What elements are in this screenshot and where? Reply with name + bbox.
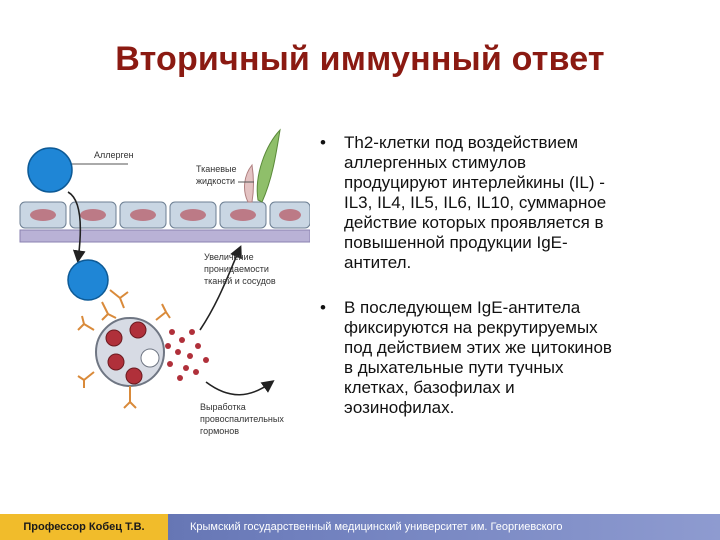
footer-university: Крымский государственный медицинский уни… [190, 521, 563, 533]
released-granules [165, 329, 209, 381]
bullet-line: продуцируют интерлейкины (IL) - [344, 173, 605, 192]
epithelial-layer [19, 201, 310, 229]
permeability-arrow [199, 245, 242, 331]
allergy-mechanism-diagram: Аллерген Тканевые жидкости [10, 120, 310, 450]
allergen-arrow [67, 191, 86, 264]
label-hormones-1: Выработка [200, 402, 246, 412]
label-tissue-fluid-2: жидкости [196, 176, 235, 186]
bullet-marker: • [320, 298, 326, 317]
label-permeability-1: Увеличение [204, 252, 254, 262]
bullet-item: • В последующем IgE-антитела фиксируются… [316, 298, 700, 418]
membrane-strip [19, 229, 310, 243]
antibody-marks-upper [101, 289, 129, 321]
bullet-line: клетках, базофилах и [344, 378, 515, 397]
bullet-line: под действием этих же цитокинов [344, 338, 612, 357]
bullet-line: повышенной продукции IgE- [344, 233, 568, 252]
footer-bar: Профессор Кобец Т.В. Крымский государств… [0, 514, 720, 540]
allergen-cell [27, 147, 73, 193]
label-hormones-2: провоспалительных [200, 414, 284, 424]
label-allergen: Аллерген [94, 150, 134, 160]
bullet-line: эозинофилах. [344, 398, 455, 417]
diagram-svg: Аллерген Тканевые жидкости [19, 128, 310, 436]
sensitized-cell [67, 259, 109, 301]
bullet-line: В последующем IgE-антитела [344, 298, 581, 317]
bullet-line: в дыхательные пути тучных [344, 358, 564, 377]
footer-author: Профессор Кобец Т.В. [0, 514, 168, 540]
bullet-line: действие которых проявляется в [344, 213, 604, 232]
label-permeability-2: проницаемости [204, 264, 269, 274]
bullet-line: фиксируются на рекрутируемых [344, 318, 598, 337]
bullet-list: • Th2-клетки под воздействием аллергенны… [316, 133, 700, 443]
bullet-line: Th2-клетки под воздействием [344, 133, 579, 152]
mast-cell [95, 317, 165, 387]
slide-title: Вторичный иммунный ответ [115, 40, 605, 78]
bullet-line: антител. [344, 253, 412, 272]
bullet-line: аллергенных стимулов [344, 153, 527, 172]
bullet-line: IL3, IL4, IL5, IL6, IL10, суммарное [344, 193, 607, 212]
label-permeability-3: тканей и сосудов [204, 276, 276, 286]
bullet-item: • Th2-клетки под воздействием аллергенны… [316, 133, 700, 273]
label-tissue-fluid-1: Тканевые [196, 164, 236, 174]
antibody-marks-cell [77, 303, 171, 409]
label-hormones-3: гормонов [200, 426, 239, 436]
hormones-arrow [205, 380, 275, 396]
tissue-fluid-shapes [244, 128, 281, 203]
bullet-marker: • [320, 133, 326, 152]
